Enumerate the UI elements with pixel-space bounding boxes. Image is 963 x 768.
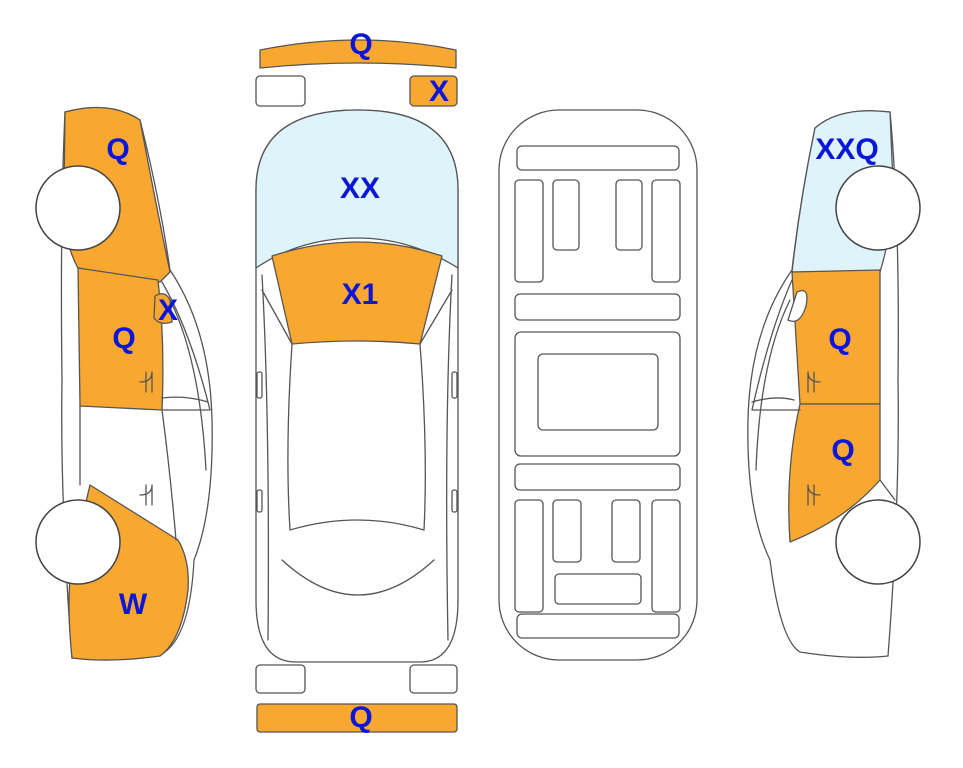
code-right-rear-door: Q: [831, 434, 854, 467]
right-handle-top: [451, 489, 458, 513]
right-front-wheel: [835, 165, 921, 251]
left-side-lines: [79, 281, 211, 541]
rear-bumper-panel[interactable]: [256, 703, 458, 733]
code-front-bumper: Q: [349, 28, 372, 61]
headlight-left-panel[interactable]: [255, 75, 306, 107]
left-front-wheel: [35, 165, 121, 251]
right-mirror-top: [451, 371, 458, 399]
hood-panel[interactable]: [271, 241, 443, 345]
code-left-rear-quarter: W: [119, 588, 148, 621]
code-headlight-right: X: [429, 75, 449, 108]
left-mirror-top: [256, 371, 263, 399]
left-handle-top: [256, 489, 263, 513]
left-mirror-panel[interactable]: [153, 293, 173, 324]
left-door-handles: [139, 371, 153, 506]
headlight-right-panel[interactable]: [409, 75, 458, 107]
code-right-front-door: Q: [828, 323, 851, 356]
code-hood: X1: [342, 278, 379, 311]
top-view-cabin-lines: [261, 274, 453, 641]
underbody-panels: [514, 145, 681, 639]
code-left-front-door: Q: [112, 322, 135, 355]
right-side-lines: [751, 279, 896, 501]
code-rear-bumper: Q: [349, 701, 372, 734]
right-mirror: [787, 289, 808, 323]
front-bumper-panel[interactable]: [259, 39, 457, 69]
code-right-windshield-corner: XXQ: [815, 133, 878, 166]
right-rear-wheel: [835, 499, 921, 585]
windshield-panel[interactable]: [255, 109, 459, 269]
taillight-left-panel[interactable]: [255, 664, 306, 694]
right-rear-door-panel[interactable]: [788, 403, 881, 543]
code-left-front-fender: Q: [106, 133, 129, 166]
taillight-right-panel[interactable]: [409, 664, 458, 694]
right-door-handles: [807, 371, 821, 506]
code-left-mirror: X: [158, 294, 178, 327]
left-rear-wheel: [35, 499, 121, 585]
code-windshield: XX: [340, 172, 380, 205]
